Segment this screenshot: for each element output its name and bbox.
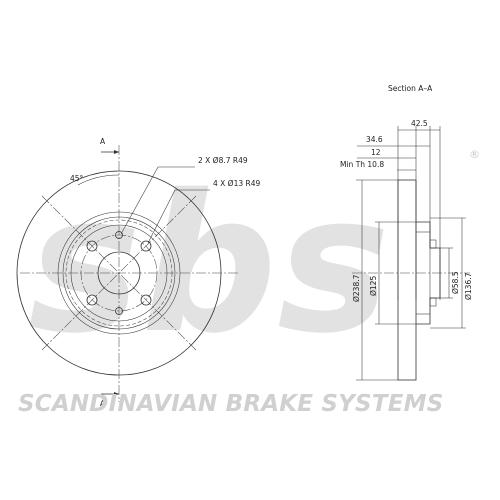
sbs-logo-watermark: sbs <box>28 154 390 375</box>
center-bore <box>97 251 141 295</box>
bore-chamfer-bottom <box>429 297 437 307</box>
disc-section-view: Section A–A 42.5 34.6 12 Min Th 10.8 <box>340 84 473 381</box>
friction-ring-section <box>397 179 417 381</box>
dim-hat-diameter: Ø125 <box>369 276 378 296</box>
bolt-hole <box>86 294 98 306</box>
hat-outer-circle <box>57 211 181 335</box>
angle-label: 45° <box>70 174 84 183</box>
flange-circle <box>70 224 168 322</box>
leader-large-holes <box>147 189 210 244</box>
section-arrowhead-bottom <box>114 392 119 396</box>
diagonal-centerline-2 <box>41 195 197 351</box>
bore-chamfer-top <box>429 239 437 249</box>
dim-offset-height: 34.6 <box>366 135 383 144</box>
dim-overall-width: 42.5 <box>411 119 428 128</box>
callout-large-holes: 4 X Ø13 R49 <box>213 179 260 188</box>
bolt-hole <box>140 294 152 306</box>
bolt-pitch-circle <box>80 234 158 312</box>
sbs-watermark: sbs ® <box>28 148 480 375</box>
disc-outer-edge <box>16 170 222 376</box>
dim-thickness: 12 <box>371 148 381 157</box>
dim-hat-outer-diameter: Ø136.7 <box>464 272 473 300</box>
bolt-hole <box>140 240 152 252</box>
locating-hole <box>115 231 123 239</box>
hat-hidden-circle <box>65 219 173 327</box>
section-marker-top: A <box>100 137 106 146</box>
registered-mark: ® <box>469 148 480 161</box>
locating-hole <box>115 307 123 315</box>
company-watermark: SCANDINAVIAN BRAKE SYSTEMS <box>18 391 443 417</box>
section-marker-bottom: A <box>100 399 106 408</box>
hat-inner-circle <box>62 216 176 330</box>
section-title: Section A–A <box>388 84 433 93</box>
disc-front-view: A A 45° 2 X Ø8.7 R49 4 X Ø13 R49 <box>16 137 260 408</box>
bolt-hole <box>86 240 98 252</box>
leader-small-holes <box>120 166 195 235</box>
callout-small-holes: 2 X Ø8.7 R49 <box>198 156 248 165</box>
section-arrowhead-top <box>114 150 119 154</box>
angle-arc <box>77 174 120 186</box>
dim-bore-diameter: Ø58.5 <box>451 271 460 294</box>
dim-outer-diameter: Ø238.7 <box>352 274 361 302</box>
dim-min-thickness: Min Th 10.8 <box>340 160 384 169</box>
